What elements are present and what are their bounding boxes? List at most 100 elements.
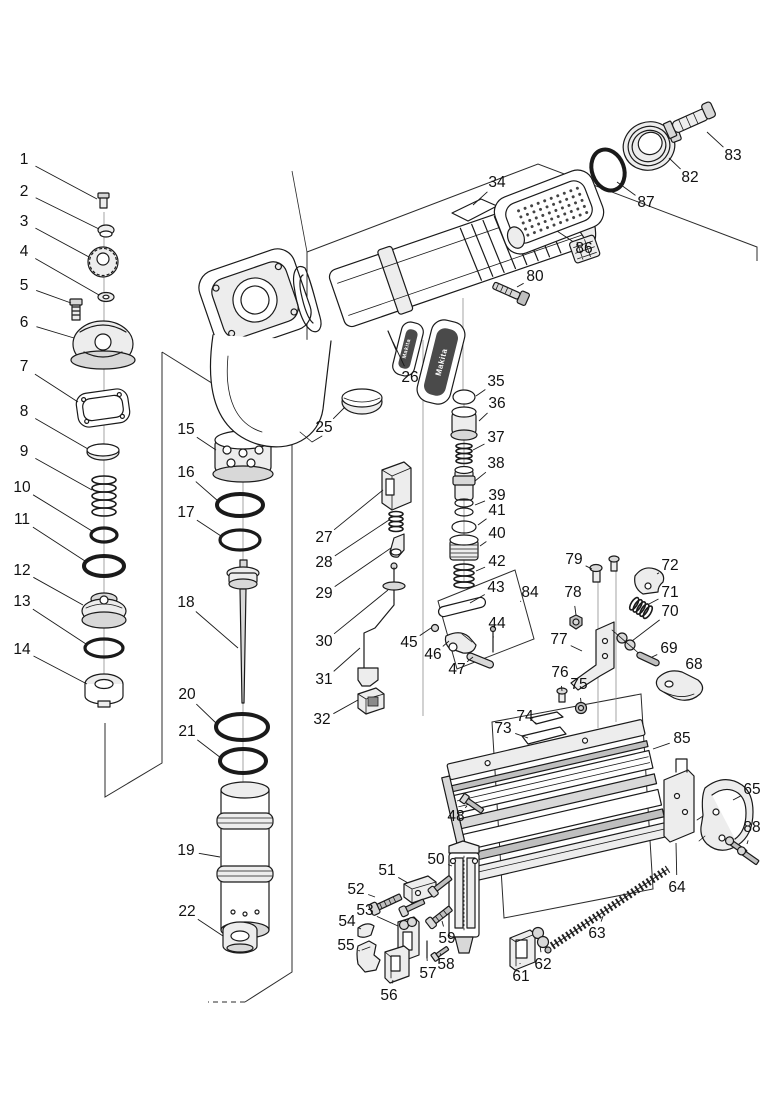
leader-line-30 [333,589,389,635]
leader-line-6 [36,326,75,339]
part-52b-art [398,898,426,918]
leader-line-63 [600,915,604,922]
part-label-78: 78 [564,584,581,601]
part-28-art [388,510,404,533]
part-63-art [549,865,671,950]
part-label-65: 65 [743,781,760,798]
leader-line-69 [651,654,658,658]
leader-line-64 [675,842,678,876]
leader-line-20 [196,703,218,725]
leader-line-45 [419,627,432,637]
part-71-art [628,596,654,620]
part-22-art [222,921,258,954]
part-77-art [570,621,615,691]
leader-line-65 [732,795,741,801]
part-label-76: 76 [551,664,568,681]
part-label-28: 28 [315,554,332,571]
part-label-22: 22 [178,903,195,920]
leader-line-56 [391,979,394,984]
part-62-art [531,926,552,954]
part-4-art [97,291,115,303]
part-label-42: 42 [488,553,505,570]
part-label-54: 54 [338,913,356,930]
part-7-art [75,388,131,428]
part-label-74: 74 [516,708,534,725]
leader-line-82 [668,157,681,170]
leader-line-11 [32,526,86,562]
part-20-art [214,712,270,742]
part-label-39: 39 [488,487,505,504]
leader-line-21 [197,739,222,759]
leader-line-40 [479,541,487,547]
leader-line-72 [656,572,660,575]
part-label-83: 83 [724,147,741,164]
part-label-71: 71 [661,584,678,601]
leader-line-51 [398,877,409,884]
part-label-85: 85 [673,730,690,747]
leader-line-52 [368,894,376,898]
part-36-art [450,406,478,441]
grip-shield-small: Makita [392,321,424,377]
leader-line-9 [35,457,93,491]
part-9-art [91,475,117,517]
part-label-2: 2 [20,183,29,200]
part-86-art [493,169,605,255]
part-51-art [403,875,437,904]
part-label-30: 30 [315,633,333,650]
part-15-art [212,430,274,483]
part-label-25: 25 [315,419,332,436]
part-label-53: 53 [356,902,373,919]
leader-line-34 [472,191,488,206]
leader-line-76 [560,685,563,692]
leader-line-36 [478,412,488,422]
leader-line-80 [516,282,524,288]
leader-line-58 [439,953,442,956]
part-87-art [589,147,627,193]
part-label-18: 18 [177,594,194,611]
leader-line-32 [333,699,359,715]
part-label-87: 87 [637,194,654,211]
latch-cluster-art [556,555,704,715]
part-label-26: 26 [401,369,418,386]
part-label-47: 47 [448,661,465,678]
part-5-art [69,298,83,321]
part-42-art [453,563,475,589]
part-label-3: 3 [20,213,29,230]
part-17-art [218,528,262,552]
part-58-art [430,946,450,962]
leader-line-17 [196,519,222,537]
part-59b-art [427,875,453,898]
leader-line-79 [585,565,593,570]
part-label-27: 27 [315,529,332,546]
part-label-50: 50 [427,851,445,868]
part-label-17: 17 [177,504,194,521]
part-50-art [448,840,480,954]
leader-line-10 [32,494,93,532]
magazine-rails [441,719,670,882]
part-label-14: 14 [13,641,31,658]
part-label-84: 84 [521,584,539,601]
part-55-art [356,940,381,973]
leader-line-50 [448,864,453,867]
part-64-art [663,758,695,843]
part-label-63: 63 [588,925,605,942]
part-label-75: 75 [570,676,587,693]
body-shell [209,334,332,448]
part-75-art [574,701,588,715]
part-59-art [425,905,453,930]
part-label-31: 31 [315,671,332,688]
leader-line-37 [472,443,485,451]
leader-line-83 [706,131,724,148]
cap-assembly-art [69,192,136,708]
part-label-73: 73 [494,720,511,737]
part-label-48: 48 [447,808,464,825]
part-label-5: 5 [20,277,29,294]
part-61-art [509,929,536,971]
part-2-art [97,224,115,238]
part-32-art [357,687,385,715]
leader-line-38 [474,471,487,482]
leader-line-73 [515,732,529,739]
leader-line-28 [334,519,390,557]
part-27-art [381,461,412,511]
